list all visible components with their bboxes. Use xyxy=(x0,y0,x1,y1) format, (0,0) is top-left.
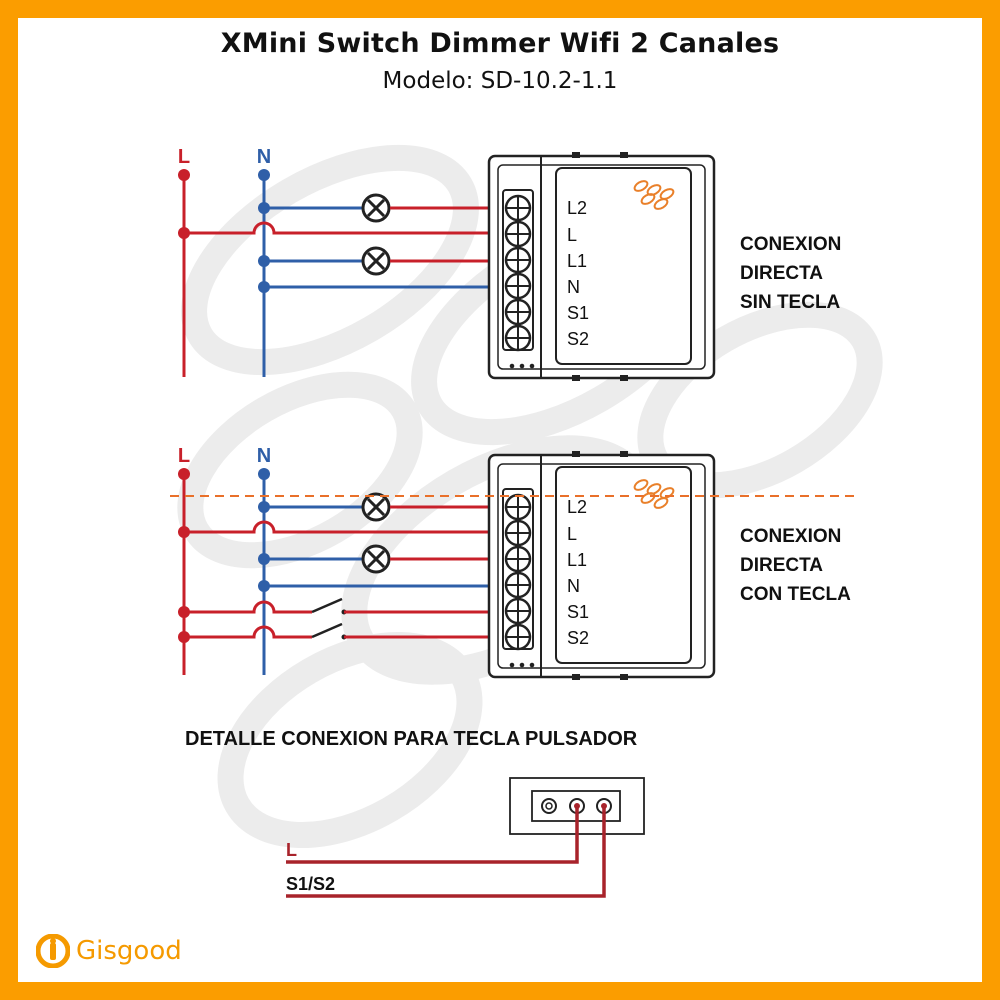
gisgood-logo-icon xyxy=(36,934,70,968)
detail-wire-s-label: S1/S2 xyxy=(286,874,335,894)
terminal-label: S2 xyxy=(567,329,589,349)
caption-line: CON TECLA xyxy=(740,584,851,605)
terminal-label: L2 xyxy=(567,497,587,517)
caption-line: DIRECTA xyxy=(740,555,823,576)
terminal-label: L1 xyxy=(567,550,587,570)
caption-line: CONEXION xyxy=(740,234,841,255)
detail-wire-l-label: L xyxy=(286,840,297,860)
terminal-label: L xyxy=(567,524,577,544)
xmini-module: L2 L L1 N S1 S2 xyxy=(487,451,716,680)
page-subtitle: Modelo: SD-10.2-1.1 xyxy=(382,68,618,94)
diagram-sin-tecla: L N xyxy=(178,146,841,381)
terminal-label: L2 xyxy=(567,198,587,218)
caption-line: CONEXION xyxy=(740,526,841,547)
terminal-label: S2 xyxy=(567,628,589,648)
brand-footer: Gisgood xyxy=(36,934,182,968)
diagram-con-tecla: L N xyxy=(170,445,856,680)
line-label: L xyxy=(178,146,190,168)
terminal-label: L1 xyxy=(567,251,587,271)
detail-heading: DETALLE CONEXION PARA TECLA PULSADOR xyxy=(185,728,638,750)
terminal-label: S1 xyxy=(567,602,589,622)
terminal-label: L xyxy=(567,225,577,245)
xmini-module: L2 L L1 N S1 S2 xyxy=(487,152,716,381)
caption-sin-tecla: CONEXION DIRECTA SIN TECLA xyxy=(740,234,841,313)
brand-mark-icon xyxy=(633,180,675,210)
caption-line: DIRECTA xyxy=(740,263,823,284)
line-label: L xyxy=(178,445,190,467)
terminal-label: N xyxy=(567,277,580,297)
terminal-label: S1 xyxy=(567,303,589,323)
page-title: XMini Switch Dimmer Wifi 2 Canales xyxy=(220,28,780,59)
neutral-label: N xyxy=(257,146,271,168)
terminal-label: N xyxy=(567,576,580,596)
detail-pushbutton: DETALLE CONEXION PARA TECLA PULSADOR L S… xyxy=(185,728,645,898)
caption-line: SIN TECLA xyxy=(740,292,841,313)
caption-con-tecla: CONEXION DIRECTA CON TECLA xyxy=(740,526,851,605)
brand-name: Gisgood xyxy=(76,936,182,966)
neutral-label: N xyxy=(257,445,271,467)
